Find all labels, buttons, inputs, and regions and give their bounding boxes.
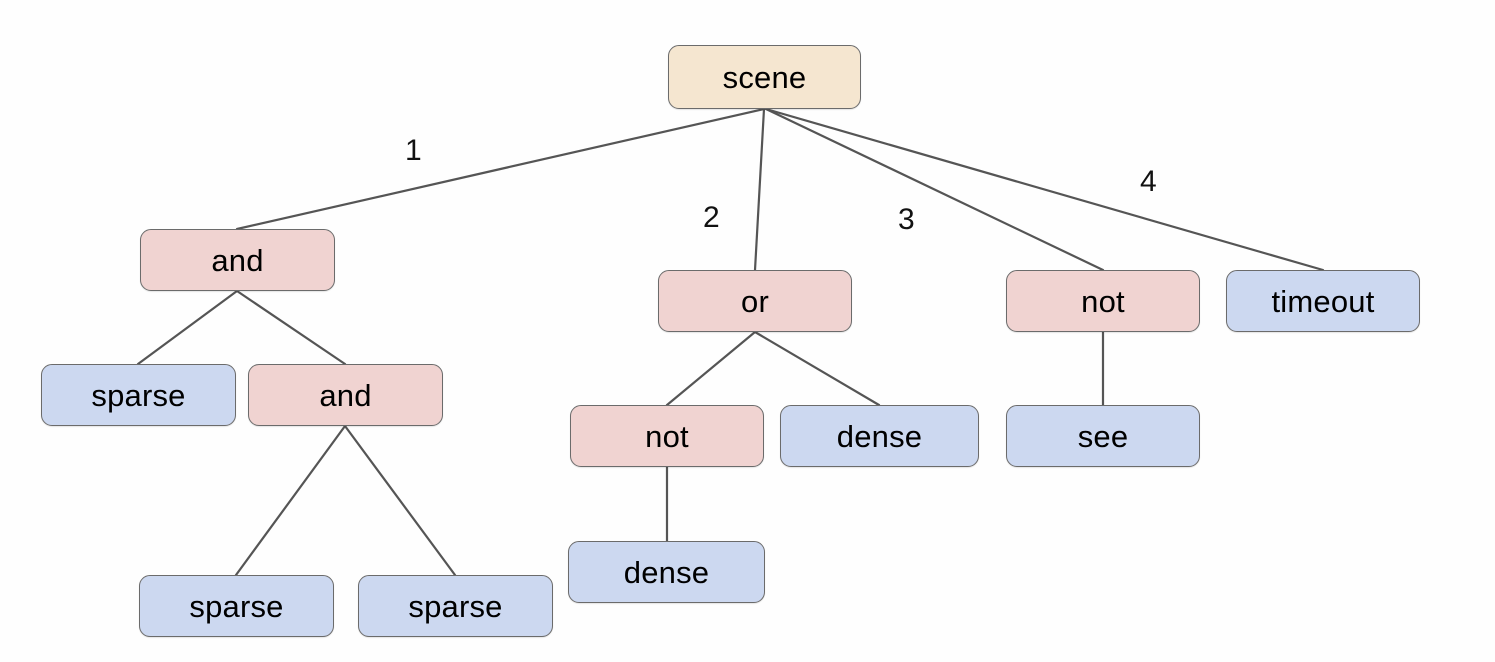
edge-label-1: 1: [405, 134, 422, 167]
node-dense1[interactable]: dense: [780, 405, 979, 467]
node-and2[interactable]: and: [248, 364, 443, 426]
edge-label-4: 4: [1140, 165, 1157, 198]
node-not2[interactable]: not: [570, 405, 764, 467]
node-sparse2[interactable]: sparse: [139, 575, 334, 637]
edge-scene-not1: [764, 107, 1105, 272]
node-not1[interactable]: not: [1006, 270, 1200, 332]
edge-and1-and2: [235, 289, 347, 366]
node-and1[interactable]: and: [140, 229, 335, 291]
edge-and2-sparse2: [234, 424, 347, 577]
edge-and1-sparse1: [136, 289, 239, 366]
edge-label-3: 3: [898, 203, 915, 236]
node-scene[interactable]: scene: [668, 45, 861, 109]
edge-scene-or1: [753, 107, 766, 272]
node-timeout[interactable]: timeout: [1226, 270, 1420, 332]
edge-label-2: 2: [703, 201, 720, 234]
node-sparse1[interactable]: sparse: [41, 364, 236, 426]
edge-or1-dense1: [753, 330, 881, 407]
edge-scene-timeout: [764, 107, 1325, 272]
edge-or1-not2: [665, 330, 757, 407]
node-or1[interactable]: or: [658, 270, 852, 332]
node-sparse3[interactable]: sparse: [358, 575, 553, 637]
edge-and2-sparse3: [343, 424, 457, 577]
node-see[interactable]: see: [1006, 405, 1200, 467]
node-dense2[interactable]: dense: [568, 541, 765, 603]
edge-scene-and1: [235, 107, 766, 231]
